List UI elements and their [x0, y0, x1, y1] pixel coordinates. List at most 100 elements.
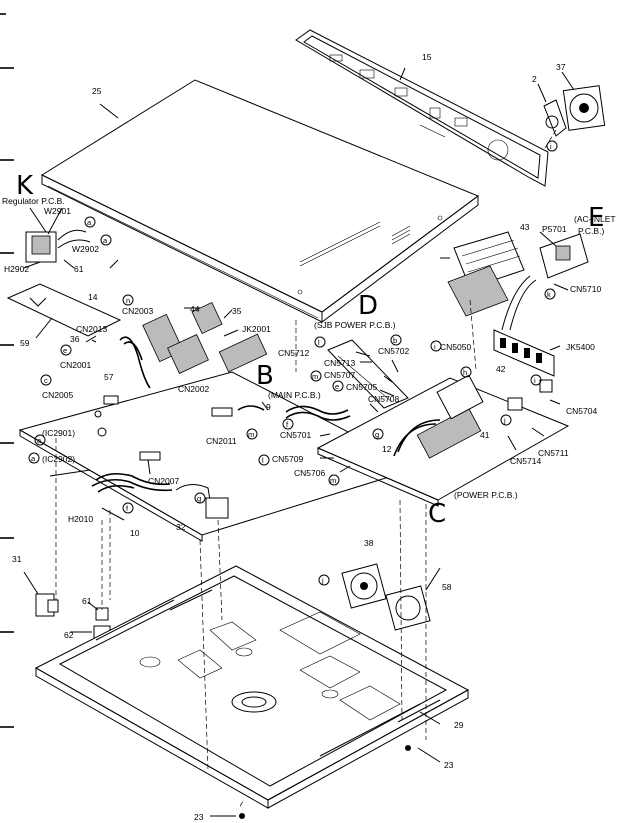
fan-assembly-37 — [561, 71, 606, 131]
section-letter-d: D — [358, 291, 378, 321]
label-cn2011: CN2011 — [206, 436, 237, 446]
marker-m2: m — [312, 372, 318, 381]
marker-h: h — [463, 368, 467, 377]
marker-k: k — [547, 290, 551, 299]
label-cn5709: CN5709 — [272, 454, 303, 464]
label-14: 14 — [88, 292, 98, 302]
ac-inlet-pcb — [501, 233, 589, 331]
label-ic2901: (IC2901) — [42, 428, 75, 438]
label-cn2003: CN2003 — [122, 306, 153, 316]
label-36: 36 — [70, 334, 80, 344]
label-25: 25 — [92, 86, 102, 96]
label-cn5705: CN5705 — [346, 382, 377, 392]
label-power-pcb: (POWER P.C.B.) — [454, 490, 518, 500]
label-jk2001: JK2001 — [242, 324, 271, 334]
label-59: 59 — [20, 338, 30, 348]
label-cn5713: CN5713 — [324, 358, 355, 368]
top-cover — [40, 79, 480, 323]
section-letter-c: C — [428, 499, 446, 529]
label-42: 42 — [496, 364, 506, 374]
marker-j: j — [503, 416, 506, 425]
heatsink-43 — [447, 231, 525, 317]
fan-38 — [341, 563, 387, 609]
label-cn5702: CN5702 — [378, 346, 409, 356]
marker-a-ring — [84, 216, 96, 228]
label-61a: 61 — [74, 264, 84, 274]
label-cn5701: CN5701 — [280, 430, 311, 440]
label-10: 10 — [130, 528, 140, 538]
marker-m1: m — [248, 430, 254, 439]
label-cn5714: CN5714 — [510, 456, 541, 466]
label-32: 32 — [176, 522, 186, 532]
bracket-2 — [537, 83, 567, 149]
marker-e2: e — [335, 382, 339, 391]
board-59 — [6, 259, 122, 337]
label-cn5708: CN5708 — [368, 394, 399, 404]
label-ac-inlet: (AC-INLET — [574, 214, 616, 224]
label-cn2001: CN2001 — [60, 360, 91, 370]
label-main-pcb: (MAIN P.C.B.) — [268, 390, 321, 400]
leader-lines — [23, 207, 569, 817]
label-h2010: H2010 — [68, 514, 93, 524]
marker-letters: a a n e c a a f g m l b m e f g l m i h … — [31, 142, 552, 585]
label-regulator-pcb: Regulator P.C.B. — [2, 196, 65, 206]
marker-g2: g — [375, 430, 379, 439]
label-w2902: W2902 — [72, 244, 99, 254]
sjb-power-pcb — [285, 339, 409, 421]
marker-a1: a — [87, 218, 92, 227]
label-cn5706: CN5706 — [294, 468, 325, 478]
label-61b: 61 — [82, 596, 92, 606]
label-43: 43 — [520, 222, 530, 232]
label-cn5710: CN5710 — [570, 284, 601, 294]
label-cn2007: CN2007 — [148, 476, 179, 486]
label-2: 2 — [532, 74, 537, 84]
rear-panel — [295, 29, 549, 187]
marker-n: n — [126, 296, 130, 305]
label-35: 35 — [232, 306, 242, 316]
part-labels: 15 2 37 25 K E D B C Regulator P.C.B. W2… — [2, 52, 616, 822]
section-letter-k: K — [16, 171, 34, 201]
marker-b: b — [393, 336, 397, 345]
label-cn2002: CN2002 — [178, 384, 209, 394]
label-9: 9 — [266, 402, 271, 412]
label-57: 57 — [104, 372, 114, 382]
marker-a2: a — [103, 236, 108, 245]
jk5400-connector-strip — [493, 329, 555, 377]
section-letter-e: E — [588, 203, 604, 233]
label-38: 38 — [364, 538, 374, 548]
regulator-pcb — [25, 207, 91, 263]
label-ac-inlet-2: P.C.B.) — [578, 226, 604, 236]
label-44: 44 — [190, 304, 200, 314]
marker-g: g — [197, 494, 201, 503]
label-cn5704: CN5704 — [566, 406, 597, 416]
marker-j2: j — [321, 576, 324, 585]
marker-f2: f — [286, 420, 289, 429]
marker-f: f — [126, 504, 129, 513]
bracket-31 — [23, 571, 59, 617]
cover-vents — [299, 221, 411, 267]
main-pcb — [18, 301, 420, 542]
binder-ticks — [0, 13, 14, 728]
label-41: 41 — [480, 430, 490, 440]
assembly-guide-lines — [55, 299, 477, 807]
marker-a4: a — [31, 454, 36, 463]
chassis-bottom — [34, 565, 470, 819]
marker-i: i — [434, 342, 436, 351]
reference-markers — [28, 140, 558, 586]
marker-m3: m — [330, 476, 336, 485]
label-37: 37 — [556, 62, 566, 72]
marker-a3: a — [37, 436, 42, 445]
label-58: 58 — [442, 582, 452, 592]
marker-e: e — [63, 346, 67, 355]
label-12: 12 — [382, 444, 392, 454]
label-jk5400: JK5400 — [566, 342, 595, 352]
label-p5701: P5701 — [542, 224, 567, 234]
label-w2901: W2901 — [44, 206, 71, 216]
marker-c: c — [44, 376, 48, 385]
section-letter-b: B — [256, 361, 274, 391]
label-ic2902: (IC2902) — [42, 454, 75, 464]
label-cn5050: CN5050 — [440, 342, 471, 352]
label-23a: 23 — [444, 760, 454, 770]
label-31: 31 — [12, 554, 22, 564]
